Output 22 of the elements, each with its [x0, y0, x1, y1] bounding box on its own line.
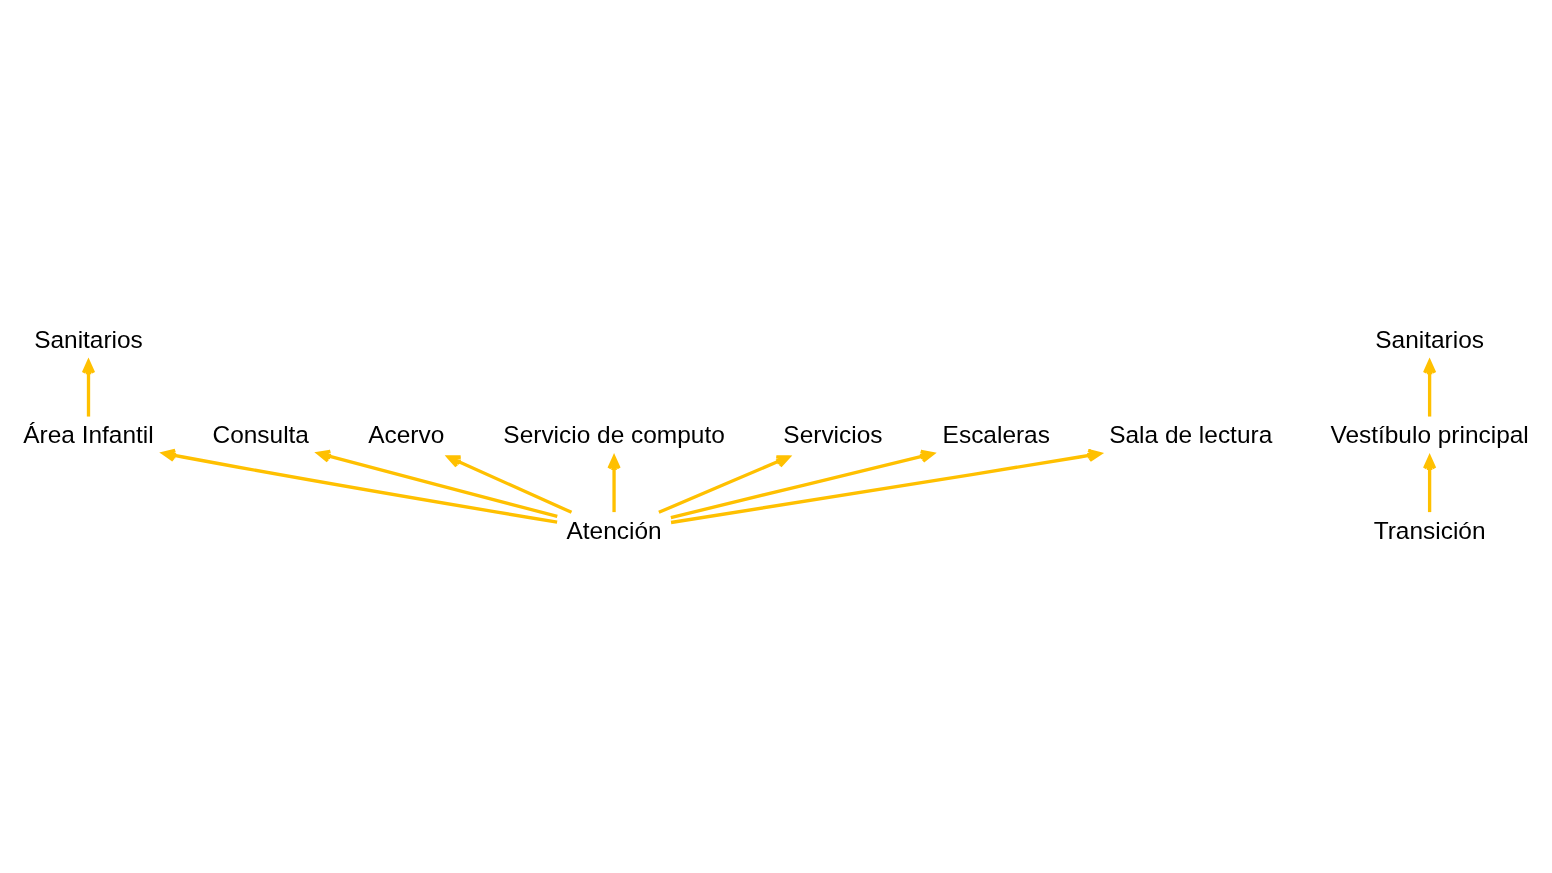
node-text: Servicio de computo: [503, 420, 725, 448]
arrow: [1422, 359, 1437, 417]
node-text: Vestíbulo principal: [1330, 420, 1529, 448]
arrow: [658, 454, 791, 514]
node-text: Servicios: [783, 420, 883, 448]
arrow: [81, 359, 96, 417]
node-text: Escaleras: [942, 420, 1050, 448]
arrow: [670, 448, 1102, 524]
arrow: [446, 454, 573, 514]
node-text: Acervo: [368, 420, 445, 448]
arrow: [607, 454, 621, 512]
node-text: Sala de lectura: [1109, 420, 1273, 448]
arrow: [670, 449, 935, 519]
node-text: Consulta: [212, 420, 309, 448]
arrow: [316, 449, 558, 518]
node-text: Sanitarios: [1375, 325, 1484, 353]
node-text: Transición: [1373, 516, 1486, 544]
node-text: Área Infantil: [23, 420, 154, 448]
arrow: [1422, 454, 1437, 512]
arrow: [161, 448, 558, 524]
node-text: Atención: [566, 516, 662, 544]
node-text: Sanitarios: [34, 325, 143, 353]
